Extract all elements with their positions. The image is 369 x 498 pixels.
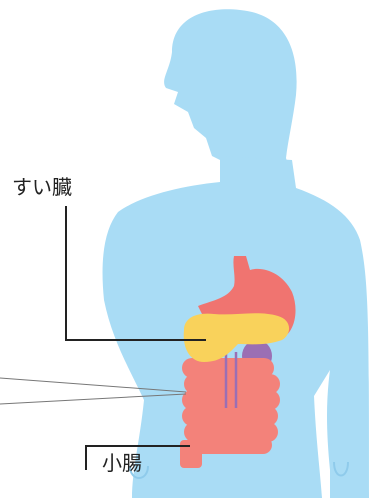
small-intestine-label: 小腸 xyxy=(102,451,142,475)
pancreas-label: すい臓 xyxy=(12,175,72,199)
small-intestine xyxy=(180,358,280,468)
head-shape xyxy=(164,9,297,182)
